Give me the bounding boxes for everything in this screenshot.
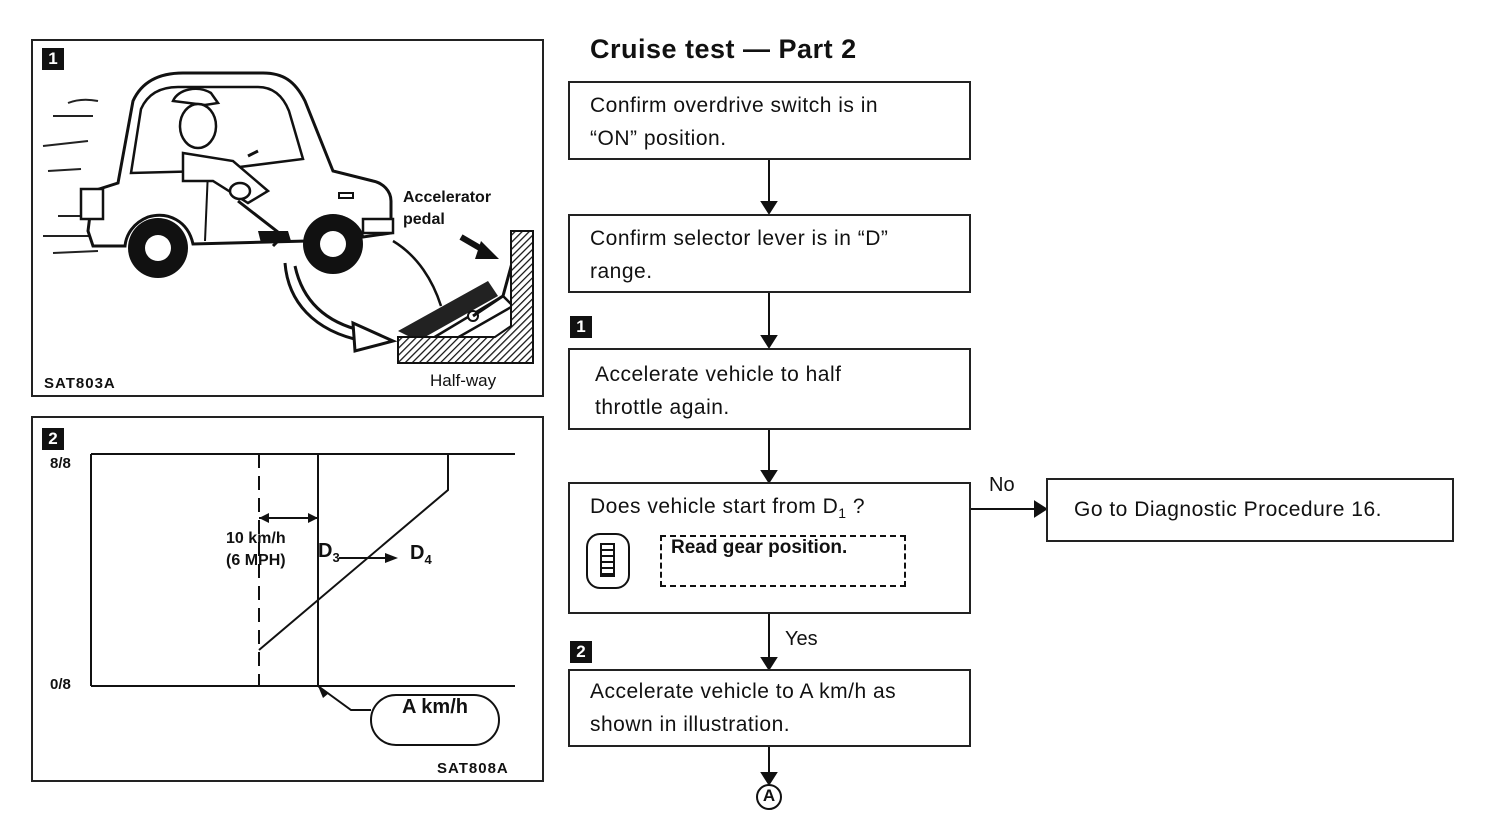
read-gear-position-box: Read gear position. (660, 535, 906, 587)
flow-step-confirm-selector: Confirm selector lever is in “D” range. (568, 214, 971, 293)
step2-line1: Confirm selector lever is in “D” (590, 227, 889, 250)
step3-line1: Accelerate vehicle to half (595, 363, 842, 386)
speed-callout: A km/h (370, 694, 500, 746)
speed-offset-line1: 10 km/h (226, 530, 286, 547)
panel-1-code: SAT803A (44, 375, 116, 392)
step5-line1: Accelerate vehicle to A km/h as (590, 680, 897, 703)
d3-label: D3 (318, 540, 340, 565)
d4-label: D4 (410, 542, 432, 567)
step3-line2: throttle again. (595, 396, 730, 419)
panel-1-caption: Half-way (430, 371, 497, 390)
flow-step-start-from-d1: Does vehicle start from D1 ? (568, 482, 971, 614)
flow-badge-1: 1 (570, 316, 592, 338)
step4-question: Does vehicle start from D1 ? (590, 490, 949, 530)
step5-line2: shown in illustration. (590, 713, 791, 736)
d4-sub: 4 (424, 552, 432, 567)
connector-a: A (756, 784, 782, 810)
illustration-panel-2: 2 8/8 0/8 10 km/h (6 MPH) D3 D4 A km/h S… (31, 416, 544, 782)
accelerator-label-line1: Accelerator (403, 189, 492, 206)
flow-step-accelerate-a: Accelerate vehicle to A km/h as shown in… (568, 669, 971, 747)
y-axis-top-label: 8/8 (50, 455, 71, 472)
step4-question-sub: 1 (838, 505, 847, 522)
accelerator-label: Accelerator pedal (403, 187, 491, 231)
speed-offset-label: 10 km/h (6 MPH) (226, 528, 286, 572)
accelerator-label-line2: pedal (403, 211, 445, 228)
panel-2-code: SAT808A (437, 760, 509, 777)
car-illustration (42, 71, 534, 364)
flow-step-accelerate-half: Accelerate vehicle to half throttle agai… (568, 348, 971, 430)
step1-line1: Confirm overdrive switch is in (590, 94, 879, 117)
illustration-panel-1: 1 (31, 39, 544, 397)
panel-1-badge: 1 (42, 48, 64, 70)
step2-line2: range. (590, 260, 653, 283)
shift-diagram (90, 453, 515, 711)
flow-badge-2: 2 (570, 641, 592, 663)
d3-sub: 3 (332, 550, 340, 565)
no-label: No (989, 474, 1015, 496)
consult-icon (586, 533, 630, 589)
panel-2-badge: 2 (42, 428, 64, 450)
step4-question-text: Does vehicle start from D (590, 495, 839, 518)
yes-label: Yes (785, 628, 818, 650)
d3-main: D (318, 540, 333, 562)
step4-question-end: ? (846, 495, 866, 518)
consult-icon-screen (600, 543, 615, 577)
d4-main: D (410, 542, 425, 564)
speed-offset-line2: (6 MPH) (226, 552, 286, 569)
y-axis-bottom-label: 0/8 (50, 676, 71, 693)
page-title: Cruise test — Part 2 (590, 34, 857, 64)
flow-step-diagnostic-16: Go to Diagnostic Procedure 16. (1046, 478, 1454, 542)
step1-line2: “ON” position. (590, 127, 727, 150)
flow-step-confirm-overdrive: Confirm overdrive switch is in “ON” posi… (568, 81, 971, 160)
